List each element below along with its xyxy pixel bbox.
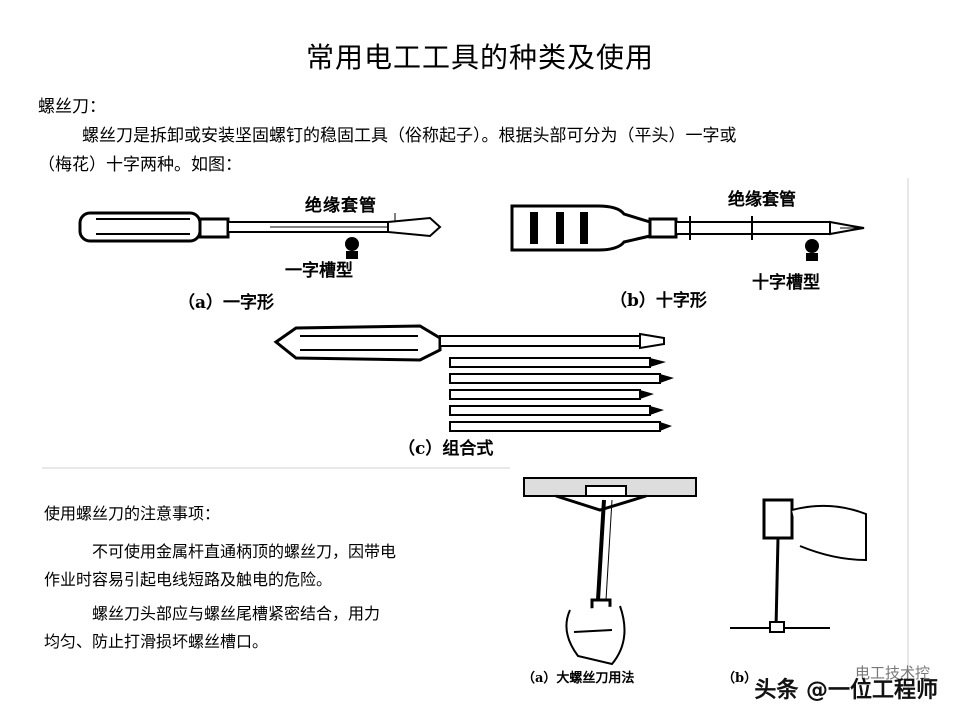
insulation-label-b: 绝缘套管: [728, 189, 796, 210]
note-2-line-1: 螺丝刀头部应与螺丝尾槽紧密结合，用力: [92, 604, 381, 623]
note-1: 不可使用金属杆直通柄顶的螺丝刀，因带电 作业时容易引起电线短路及触电的危险。: [44, 538, 504, 594]
caption-a: （a）一字形: [178, 292, 274, 313]
notes-title: 使用螺丝刀的注意事项：: [44, 504, 221, 523]
combination-screwdriver-icon: [273, 324, 674, 432]
slot-label-b: 十字槽型: [752, 272, 820, 293]
page-title: 常用电工工具的种类及使用: [305, 41, 654, 74]
intro-line-2: （梅花）十字两种。如图：: [38, 155, 242, 175]
caption-bottom-b: （b）: [722, 670, 757, 686]
caption-b: （b）十字形: [610, 290, 707, 311]
watermark: 头条 @一位工程师: [754, 678, 938, 703]
small-screwdriver-usage-icon: [730, 498, 867, 633]
intro-line-1: 螺丝刀是拆卸或安装坚固螺钉的稳固工具（俗称起子）。根据头部可分为（平头）一字或: [82, 126, 737, 146]
caption-c: （c）组合式: [398, 438, 493, 459]
section-label: 螺丝刀：: [38, 97, 106, 117]
note-2-line-2: 均匀、防止打滑损坏螺丝槽口。: [44, 632, 269, 651]
flat-screwdriver-icon: [78, 211, 442, 259]
insulation-label-a: 绝缘套管: [305, 195, 377, 216]
slot-label-a: 一字槽型: [285, 260, 353, 281]
watermark-channel: 电工技术控: [854, 664, 930, 682]
large-screwdriver-usage-icon: [523, 477, 697, 666]
intro-paragraph: 螺丝刀是拆卸或安装坚固螺钉的稳固工具（俗称起子）。根据头部可分为（平头）一字或 …: [38, 122, 928, 180]
note-1-line-1: 不可使用金属杆直通柄顶的螺丝刀，因带电: [92, 542, 397, 561]
phillips-screwdriver-icon: [510, 204, 865, 261]
note-2: 螺丝刀头部应与螺丝尾槽紧密结合，用力 均匀、防止打滑损坏螺丝槽口。: [44, 600, 504, 656]
note-1-line-2: 作业时容易引起电线短路及触电的危险。: [44, 570, 333, 589]
caption-bottom-a: （a）大螺丝刀用法: [522, 670, 634, 686]
